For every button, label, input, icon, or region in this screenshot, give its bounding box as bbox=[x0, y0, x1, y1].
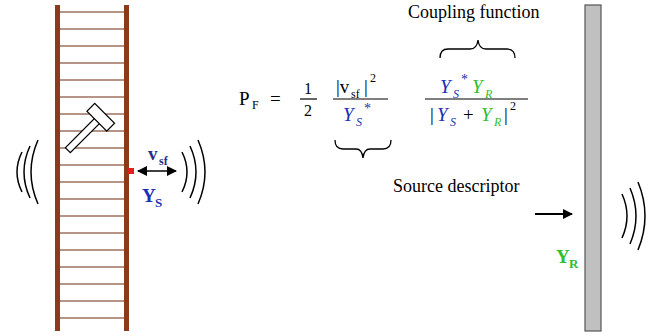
velocity-label: v bbox=[148, 144, 158, 163]
formula-symbol: P bbox=[239, 89, 250, 108]
formula-number: 1 bbox=[304, 81, 312, 97]
admittance-symbol: Y bbox=[437, 105, 448, 124]
brace-label: Source descriptor bbox=[393, 177, 519, 195]
formula-superscript: 2 bbox=[370, 72, 376, 84]
brace-label: Coupling function bbox=[408, 3, 540, 21]
ladder-rung bbox=[60, 46, 124, 47]
formula-symbol: + bbox=[463, 105, 474, 124]
formula-subscript: R bbox=[494, 116, 501, 128]
ladder-rung bbox=[60, 63, 124, 64]
formula-subscript: R bbox=[569, 257, 578, 270]
brace bbox=[440, 40, 515, 58]
formula-subscript: S bbox=[450, 116, 456, 128]
formula-number: 2 bbox=[304, 103, 312, 119]
formula-subscript: S bbox=[356, 116, 362, 128]
ladder-rung bbox=[60, 199, 124, 200]
conjugate-mark: * bbox=[364, 102, 371, 116]
hammer bbox=[58, 103, 115, 160]
formula-subscript: sf bbox=[159, 155, 168, 167]
conjugate-mark: * bbox=[461, 73, 468, 87]
source-point bbox=[128, 168, 134, 174]
admittance-symbol: Y bbox=[472, 77, 483, 96]
ladder-rung bbox=[60, 233, 124, 234]
formula-subscript: S bbox=[155, 196, 162, 209]
ladder-rung bbox=[60, 267, 124, 268]
formula-symbol: | bbox=[430, 105, 434, 124]
ladder-rung bbox=[60, 318, 124, 319]
ladder-rung bbox=[60, 29, 124, 30]
formula-subscript: F bbox=[252, 99, 259, 111]
admittance-symbol: Y bbox=[440, 77, 451, 96]
ladder-rung bbox=[60, 216, 124, 217]
ladder-rung bbox=[60, 12, 124, 13]
formula-symbol: | bbox=[504, 105, 508, 124]
receiver-panel bbox=[585, 5, 601, 331]
ladder-rung bbox=[60, 250, 124, 251]
fraction-line bbox=[300, 98, 317, 99]
formula-symbol: | bbox=[364, 77, 368, 96]
ladder-rung bbox=[60, 97, 124, 98]
ladder-rung bbox=[60, 284, 124, 285]
admittance-label: Y bbox=[142, 186, 156, 205]
formula-symbol: |v bbox=[336, 77, 349, 96]
formula-symbol: = bbox=[270, 89, 281, 108]
ladder-rung bbox=[60, 182, 124, 183]
formula-subscript: sf bbox=[351, 88, 360, 100]
ladder-rung bbox=[60, 80, 124, 81]
admittance-label: Y bbox=[556, 247, 570, 266]
velocity-arrow bbox=[138, 170, 176, 172]
fraction-line bbox=[333, 98, 388, 99]
ladder-structure bbox=[55, 5, 129, 331]
formula-subscript: R bbox=[485, 88, 492, 100]
ladder-rung bbox=[60, 301, 124, 302]
force-arrow bbox=[535, 213, 572, 215]
admittance-symbol: Y bbox=[343, 105, 354, 124]
formula-subscript: S bbox=[453, 88, 459, 100]
formula-superscript: 2 bbox=[510, 100, 516, 112]
admittance-symbol: Y bbox=[481, 105, 492, 124]
brace bbox=[335, 140, 391, 158]
ladder-rung bbox=[60, 165, 124, 166]
